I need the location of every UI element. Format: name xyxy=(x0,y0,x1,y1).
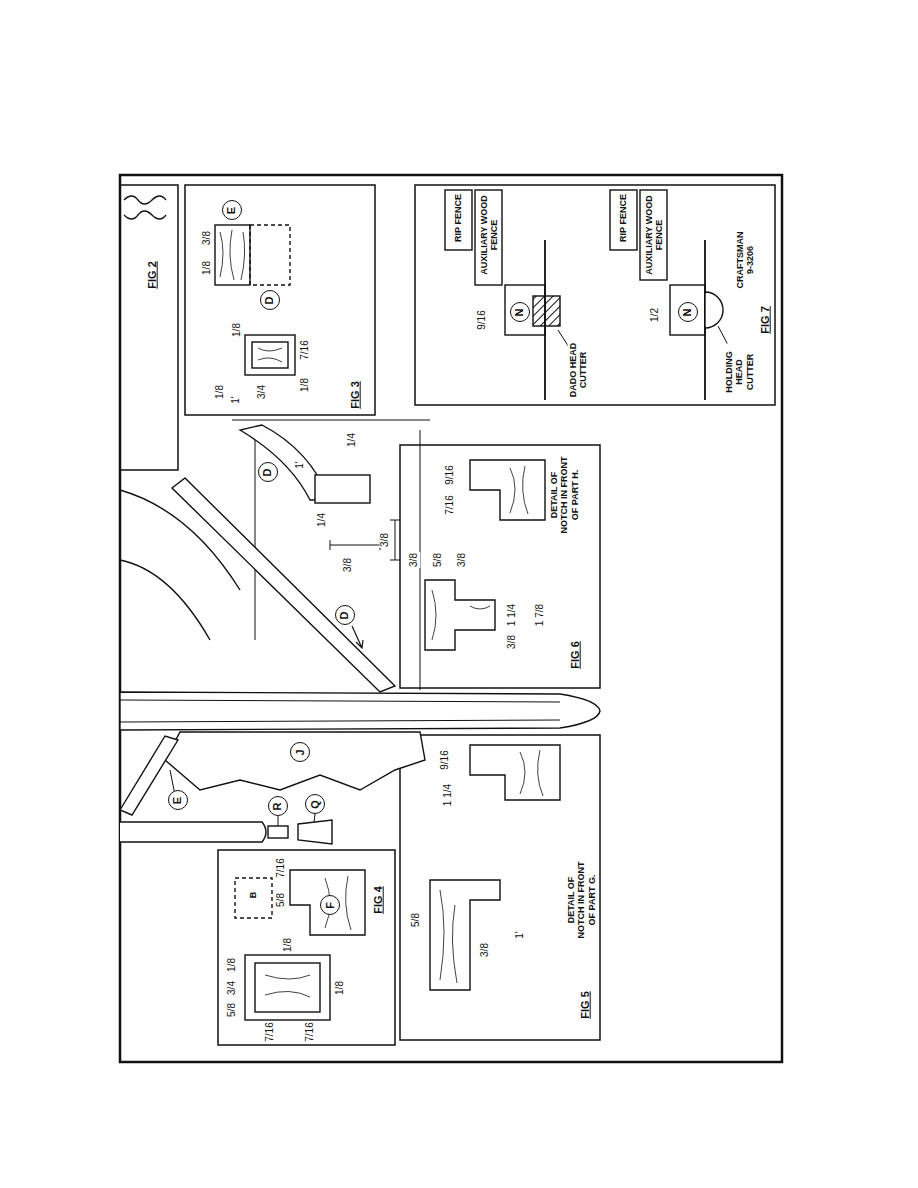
dimension: 1' xyxy=(294,460,306,469)
dimension: 7/16 xyxy=(275,857,287,878)
dimension: 3/8 xyxy=(408,552,420,568)
dimension: 1/4 xyxy=(346,432,358,448)
dimension: 3/8 xyxy=(479,942,491,958)
fig7-drawing xyxy=(445,190,728,400)
callout-circle: D xyxy=(260,290,280,310)
callout-letter: D xyxy=(339,611,350,619)
dimension: 9/16 xyxy=(439,749,451,770)
dimension: 3/4 xyxy=(226,980,238,996)
dimension: 9/16 xyxy=(444,464,456,485)
part-label: AUXILIARY WOOD FENCE xyxy=(644,194,665,276)
dimension: 5/8 xyxy=(410,912,422,928)
figure-label: FIG 4 xyxy=(372,885,385,915)
callout-circle: E xyxy=(168,790,188,810)
dimension: 5/8 xyxy=(226,1002,238,1018)
frames xyxy=(120,175,782,1062)
dimension: 3/4 xyxy=(256,384,268,400)
part-label: RIP FENCE xyxy=(618,193,628,243)
callout-circle: F xyxy=(320,895,340,915)
callout-circle: N xyxy=(510,302,530,322)
dimension: 1 1/4 xyxy=(442,783,454,807)
dimension: 1/8 xyxy=(231,322,243,338)
fig5-drawing xyxy=(430,745,560,990)
dimension: 7/16 xyxy=(299,339,311,360)
callout-letter: E xyxy=(227,206,238,213)
callout-circle: R xyxy=(268,796,288,816)
dimension: 5/8 xyxy=(432,552,444,568)
dimension: 3/8 xyxy=(456,552,468,568)
note: HOLDING HEAD CUTTER xyxy=(724,344,755,401)
callout-letter: D xyxy=(262,468,273,476)
dimension: 1/8 xyxy=(282,937,294,953)
fig2-fragment xyxy=(124,196,166,219)
callout-circle: E xyxy=(222,200,242,220)
callout-circle: D xyxy=(258,462,278,482)
dimension: 1/4 xyxy=(316,512,328,528)
callout-circle: D xyxy=(335,605,355,625)
dimension: 1/8 xyxy=(226,957,238,973)
callout-letter: N xyxy=(682,308,693,316)
fig4-drawing xyxy=(235,870,365,1020)
dimension: 9/16 xyxy=(476,309,488,330)
dimension: 1 1/4 xyxy=(506,603,518,627)
dimension: 7/16 xyxy=(444,494,456,515)
dimension: 1/8 xyxy=(201,260,213,276)
dimension: 1/8 xyxy=(334,980,346,996)
fig3-drawing xyxy=(215,225,295,375)
callout-circle: Q xyxy=(305,794,325,814)
dimension: 5/8 xyxy=(275,892,287,908)
callout-circle: N xyxy=(678,302,698,322)
main-illustration xyxy=(120,420,600,844)
callout-letter: E xyxy=(173,796,184,803)
figure-label: FIG 6 xyxy=(569,640,582,670)
dimension: 3/8 xyxy=(342,557,354,573)
figure-label: FIG 7 xyxy=(759,305,772,335)
dimension: 3/8 xyxy=(379,532,391,548)
fig6-drawing xyxy=(425,460,545,650)
note: CRAFTSMAN 9-3206 xyxy=(735,229,756,291)
dimension: 1/8 xyxy=(214,384,226,400)
dimension: 1 7/8 xyxy=(534,603,546,627)
callout-letter: R xyxy=(272,802,283,810)
callout-letter: J xyxy=(295,749,306,755)
callout-letter: D xyxy=(264,296,275,304)
figure-label: FIG 2 xyxy=(146,260,159,290)
note: DETAIL OF NOTCH IN FRONT OF PART G. xyxy=(566,859,597,941)
callout-letter: F xyxy=(324,902,335,909)
dimension: 1/8 xyxy=(299,377,311,393)
callout-letter: Q xyxy=(310,800,321,809)
dimension: 1/2 xyxy=(649,307,661,323)
note: DETAIL OF NOTCH IN FRONT OF PART H. xyxy=(549,454,580,536)
dimension: 1' xyxy=(514,930,526,939)
dimension: 3/8 xyxy=(506,634,518,650)
dimension: 3/8 xyxy=(201,230,213,246)
part-label: AUXILIARY WOOD FENCE xyxy=(479,194,500,276)
dimension: 7/16 xyxy=(264,1021,276,1042)
dimension: 7/16 xyxy=(304,1021,316,1042)
dimension: 1' xyxy=(230,395,242,404)
callout-letter: N xyxy=(514,308,525,316)
figure-label: FIG 5 xyxy=(579,990,592,1020)
figure-label: FIG 3 xyxy=(349,380,362,410)
part-label: B xyxy=(248,891,258,900)
callout-circle: J xyxy=(290,742,310,762)
note: DADO HEAD CUTTER xyxy=(568,342,589,399)
part-label: RIP FENCE xyxy=(453,193,463,243)
